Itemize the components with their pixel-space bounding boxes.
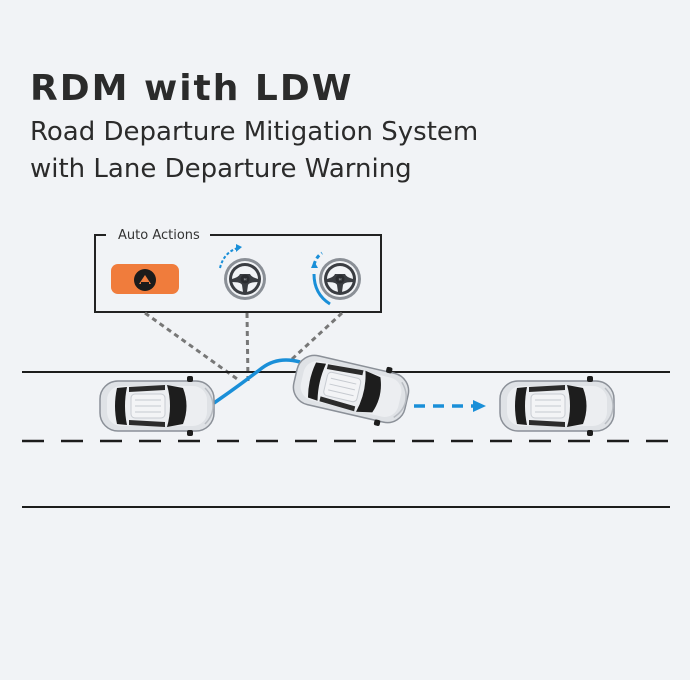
- auto-actions-label: Auto Actions: [114, 228, 204, 243]
- return-to-lane-arrow: [414, 400, 486, 412]
- steering-wheel-correction-icon: [311, 251, 361, 306]
- lane-departure-warning-icon: [111, 264, 179, 294]
- subtitle-line-1: Road Departure Mitigation System: [30, 117, 479, 147]
- departure-path: [213, 358, 301, 405]
- steering-wheel-assist-icon: [219, 244, 266, 300]
- car-drifting: [99, 375, 215, 437]
- auto-actions-box: [94, 234, 382, 313]
- car-recovered: [499, 375, 615, 437]
- callout-connector-lines: [144, 311, 344, 383]
- subtitle-line-2: with Lane Departure Warning: [30, 154, 412, 184]
- car-correcting: [287, 346, 415, 432]
- page-title: RDM with LDW: [30, 68, 354, 109]
